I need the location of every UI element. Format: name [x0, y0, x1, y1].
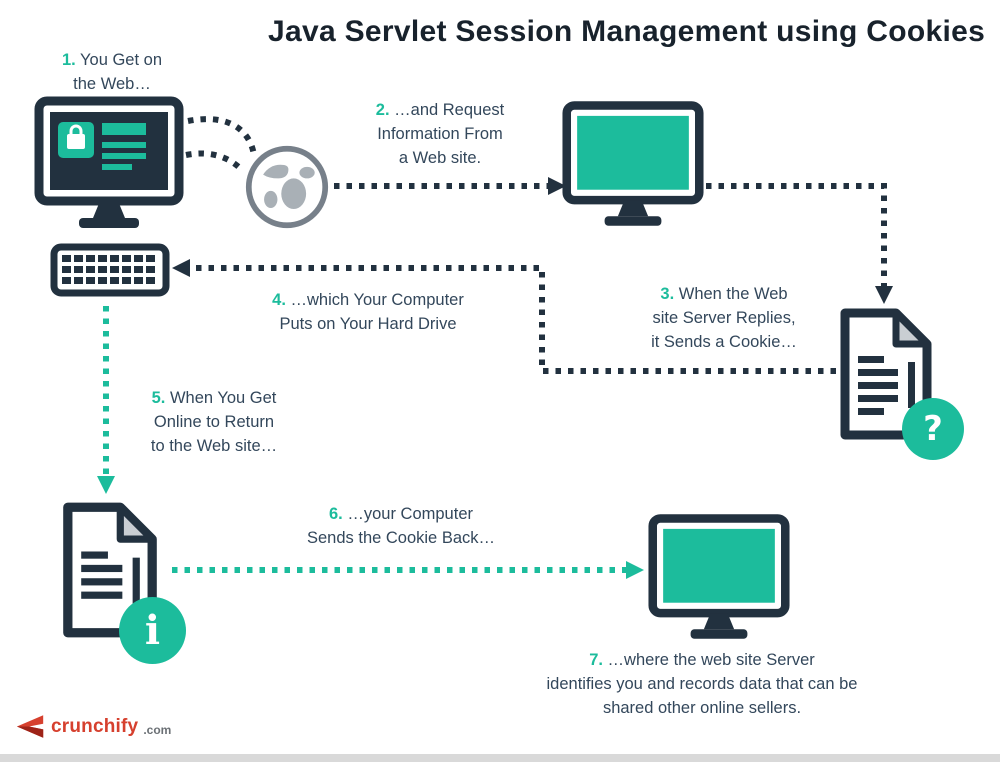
- step-1-number: 1.: [61, 51, 76, 69]
- step-5-label: 5. When You Get Online to Return to the …: [120, 386, 308, 458]
- step-7-text: …where the web site Server identifies yo…: [546, 651, 858, 717]
- step-7-label: 7. …where the web site Server identifies…: [470, 648, 934, 720]
- text-bar: [102, 123, 146, 135]
- step-1-label: 1. You Get on the Web…: [42, 48, 182, 96]
- shopping-bag-icon: [69, 124, 83, 134]
- saved-cookie-document-icon: [58, 498, 162, 642]
- step-3-text: When the Web site Server Replies, it Sen…: [651, 285, 797, 351]
- globe-icon: [244, 144, 330, 230]
- step-3-label: 3. When the Web site Server Replies, it …: [622, 282, 826, 354]
- step-2-number: 2.: [375, 101, 390, 119]
- question-badge-text: ?: [923, 409, 943, 449]
- step-1-text: You Get on the Web…: [73, 51, 163, 93]
- step-7-number: 7.: [589, 651, 603, 669]
- brand-name: crunchify: [51, 715, 139, 737]
- step-4-number: 4.: [272, 291, 286, 309]
- step-2-text: …and Request Information From a Web site…: [377, 101, 505, 167]
- crunchify-logo: crunchify .com: [16, 714, 171, 739]
- crunchify-logo-icon: [16, 715, 44, 738]
- bottom-divider: [0, 754, 1000, 762]
- step-4-label: 4. …which Your Computer Puts on Your Har…: [240, 288, 496, 336]
- monitor-screen: [663, 528, 775, 603]
- arrow-keyboard-to-document-head: [97, 476, 115, 494]
- step-5-number: 5.: [151, 389, 166, 407]
- monitor-stand: [703, 613, 735, 630]
- step-4-text: …which Your Computer Puts on Your Hard D…: [279, 291, 464, 333]
- arrow-server-to-cookie-line: [706, 183, 887, 286]
- step-6-number: 6.: [329, 505, 343, 523]
- monitor-screen: [577, 115, 689, 190]
- folded-corner: [116, 503, 156, 543]
- step-3-number: 3.: [660, 285, 675, 303]
- text-line: [858, 356, 884, 363]
- return-web-server-icon: [648, 512, 790, 648]
- brand-suffix: .com: [143, 722, 172, 737]
- keyboard-icon: [50, 243, 170, 297]
- question-badge: ?: [902, 398, 964, 460]
- step-6-label: 6. …your Computer Sends the Cookie Back…: [278, 502, 524, 550]
- step-5-text: When You Get Online to Return to the Web…: [150, 389, 278, 455]
- monitor-stand: [617, 200, 649, 217]
- monitor-stand: [93, 201, 125, 218]
- arrow-computer-to-globe-lower: [185, 150, 245, 173]
- step-6-text: …your Computer Sends the Cookie Back…: [306, 505, 496, 547]
- text-line: [81, 551, 108, 559]
- web-server-icon: [562, 100, 704, 234]
- info-badge-text: i: [144, 607, 161, 654]
- arrow-document-to-server-head: [626, 561, 644, 579]
- cookie-document-icon: [836, 304, 936, 444]
- arrow-cookie-to-keyboard-head: [172, 259, 190, 277]
- step-2-label: 2. …and Request Information From a Web s…: [360, 98, 520, 170]
- keyboard-keys: [62, 255, 155, 284]
- arrow-server-to-cookie-head: [875, 286, 893, 304]
- client-computer-icon: [34, 96, 184, 236]
- page-title: Java Servlet Session Management using Co…: [268, 15, 986, 48]
- info-badge: i: [119, 597, 186, 664]
- folded-corner: [892, 309, 931, 348]
